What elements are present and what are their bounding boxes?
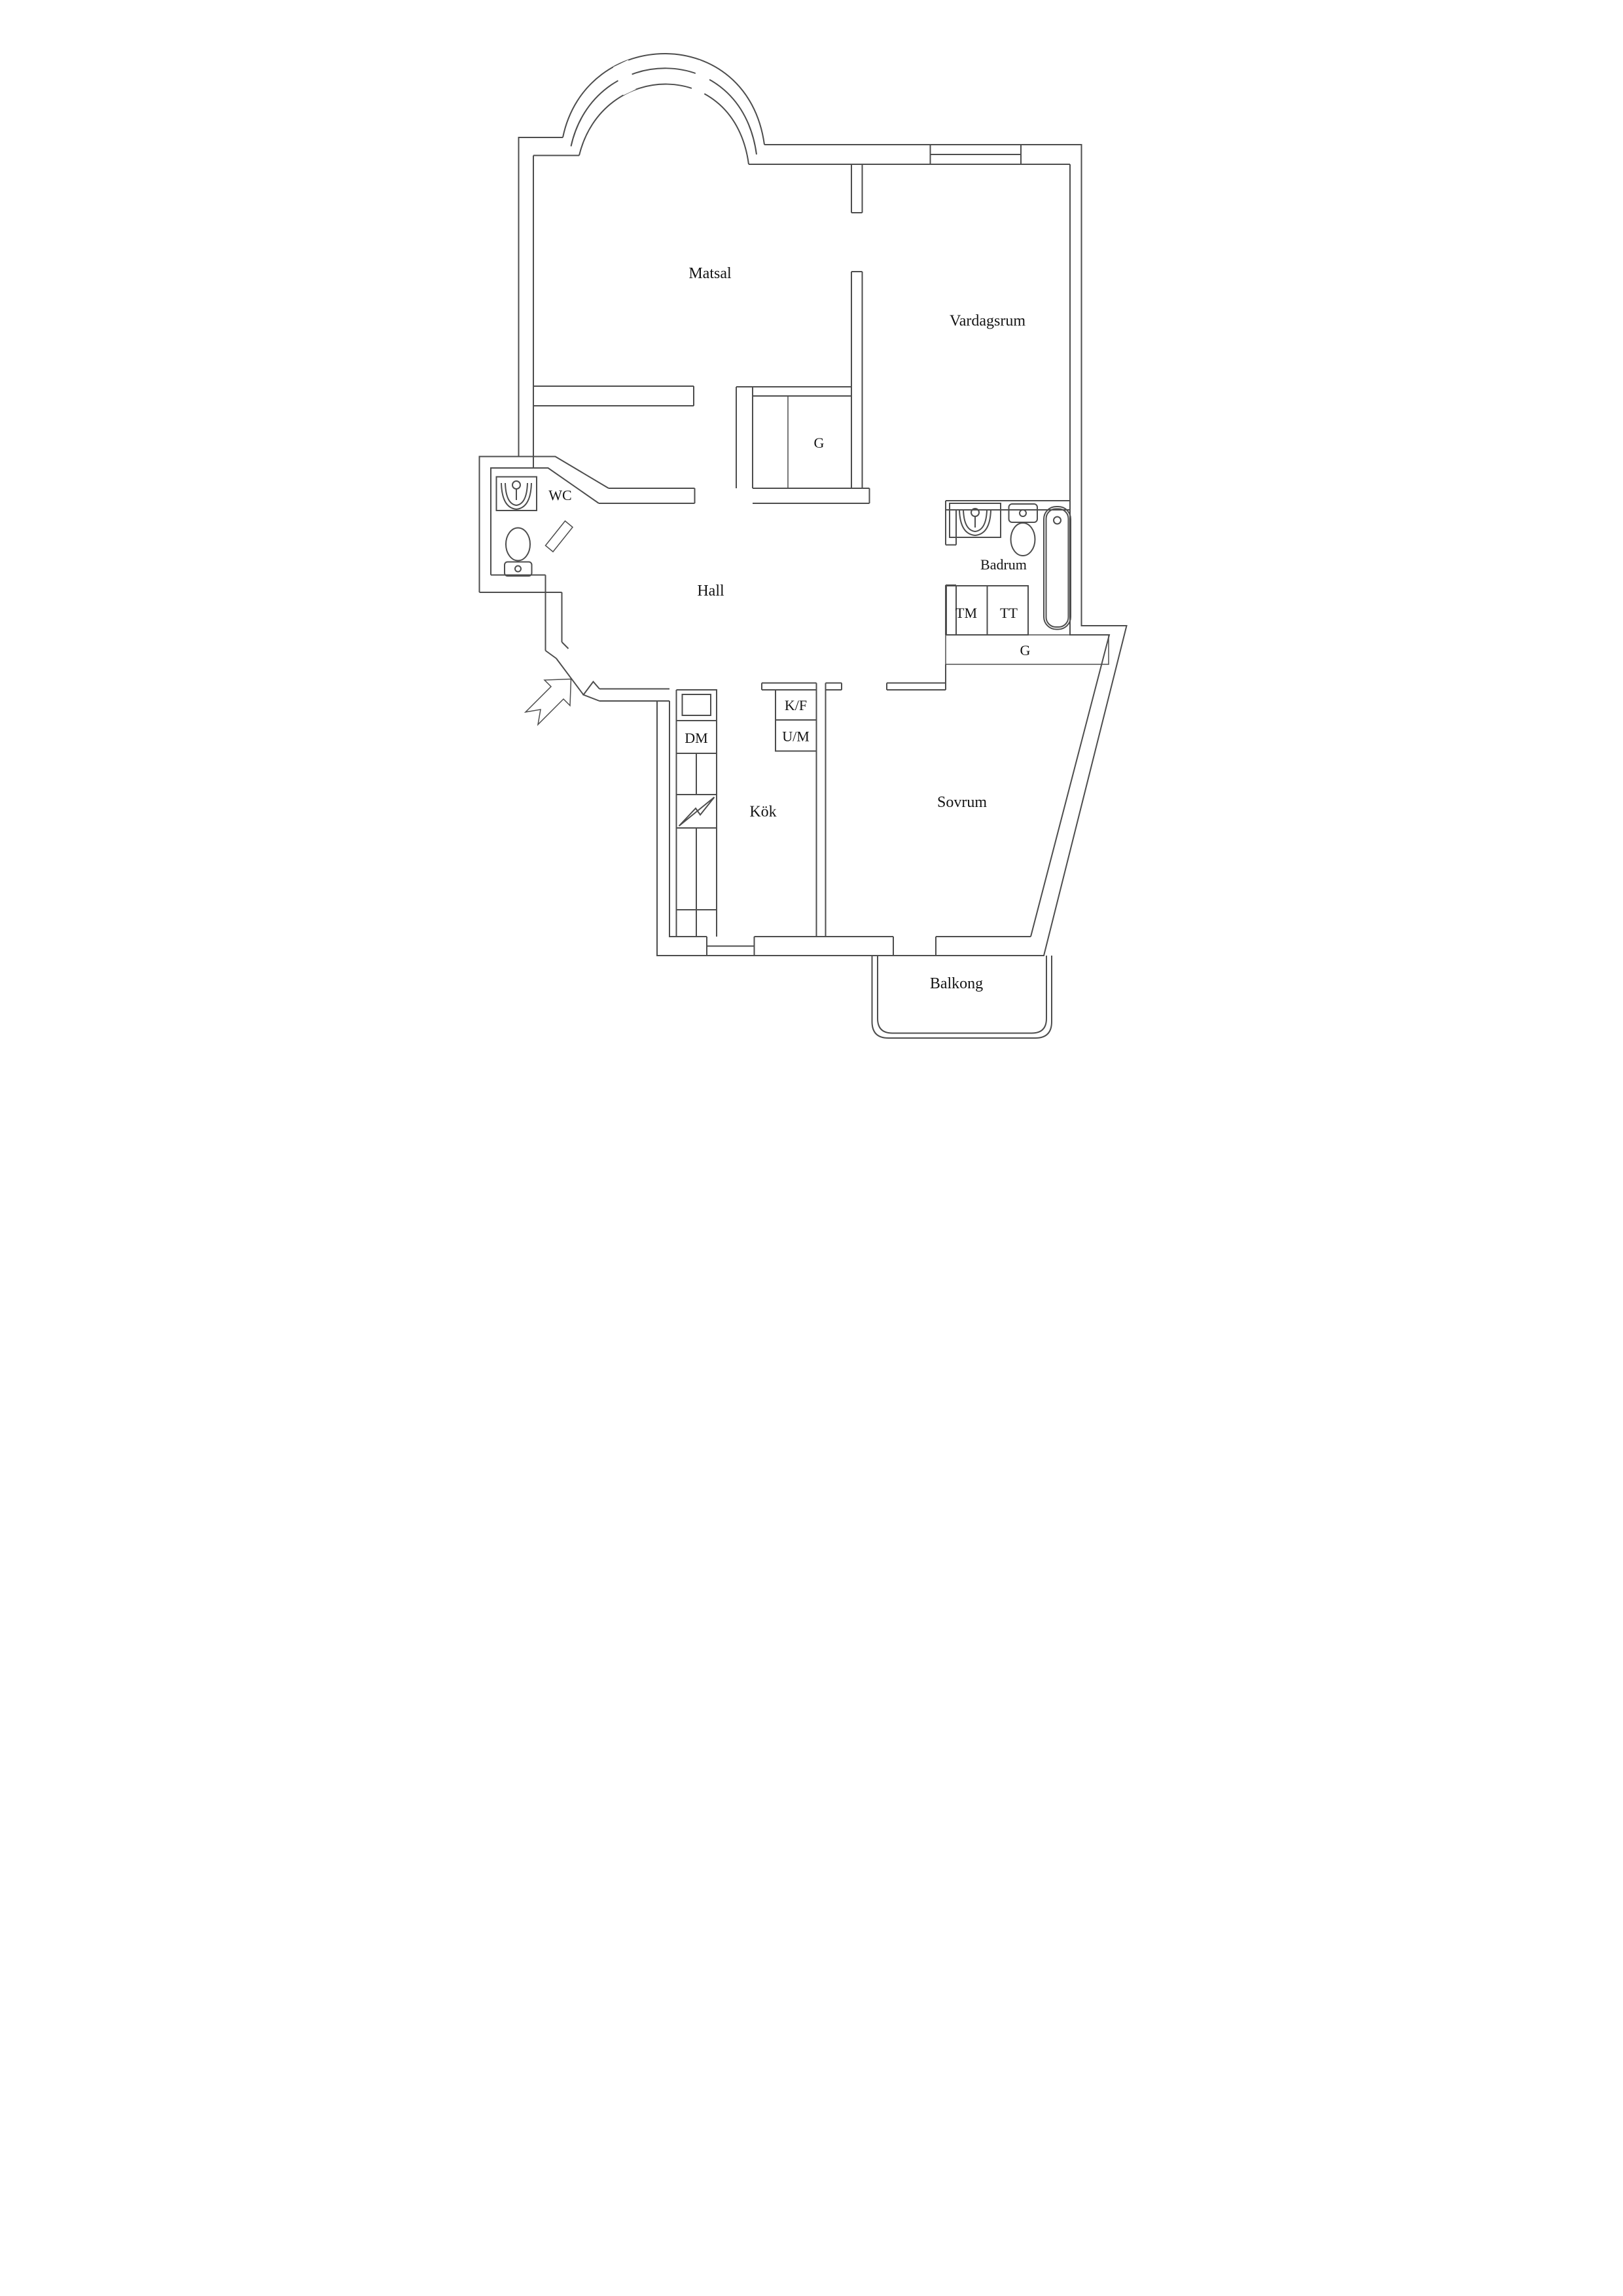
floor-plan-drawing: Matsal Vardagsrum G WC Hall Badrum TM TT… [478, 53, 1128, 1039]
hall-top-wall-left [599, 488, 696, 504]
room-label-balkong: Balkong [930, 975, 983, 992]
balcony-outer [871, 956, 1052, 1039]
entrance-wall-cap [582, 680, 600, 702]
matsal-vardagsrum-divider [851, 164, 863, 488]
kitchen-appliances [775, 689, 817, 752]
kok-sovrum-divider [815, 683, 827, 937]
kitchen-counter [675, 689, 717, 937]
appliance-label-um: U/M [782, 728, 810, 745]
room-labels: Matsal Vardagsrum G WC Hall Badrum TM TT… [548, 265, 1030, 992]
hall-top-wall-right [753, 488, 870, 504]
exterior-walls [518, 137, 1128, 956]
matsal-floor-wall-right [753, 386, 851, 397]
bathtub [1043, 506, 1071, 630]
kok-top-wall [761, 682, 817, 691]
wc-door-jamb-wall [544, 575, 569, 659]
wardrobe-g-lower [945, 634, 1109, 665]
room-label-kok: Kök [749, 804, 776, 821]
balcony-door [893, 937, 936, 956]
bay-window-arch [562, 53, 765, 165]
closet-label-g-upper: G [814, 435, 825, 451]
appliance-label-dm: DM [685, 730, 707, 746]
wc-door-leaf [544, 520, 574, 553]
room-label-hall: Hall [697, 583, 724, 600]
room-label-matsal: Matsal [688, 265, 732, 282]
floor-plan-page: Matsal Vardagsrum G WC Hall Badrum TM TT… [406, 0, 1217, 1148]
bay-arch-mullion-right [691, 60, 714, 96]
closet-label-g-lower: G [1020, 642, 1031, 658]
room-label-badrum: Badrum [980, 556, 1027, 573]
badrum [945, 500, 1109, 665]
matsal-floor-wall [533, 386, 694, 406]
outer-wall-left [518, 137, 563, 457]
bay-arch-inner [579, 83, 749, 165]
inner-wall-bottom [669, 701, 1031, 937]
bay-arch-glass-line [570, 67, 757, 155]
kitchen [675, 682, 827, 956]
room-label-wc: WC [548, 487, 571, 503]
entrance-arrow [524, 678, 572, 726]
kitchen-sink [681, 694, 711, 716]
entrance-diagonal-wall [556, 658, 584, 696]
badrum-top-wall [945, 500, 1070, 511]
vardagsrum-window [929, 145, 1022, 164]
appliance-label-tm: TM [955, 605, 977, 621]
entrance [524, 658, 669, 726]
stove [678, 797, 715, 827]
matsal-hall-walls [533, 164, 870, 504]
room-label-sovrum: Sovrum [937, 794, 987, 811]
g-closet-left-wall [736, 386, 753, 488]
wc-room [478, 456, 609, 659]
kitchen-window [706, 937, 755, 956]
appliance-label-kf: K/F [785, 697, 807, 713]
hall-south-wall [599, 688, 669, 702]
wc-walls [478, 456, 609, 593]
sovrum [825, 664, 946, 956]
appliance-label-tt: TT [1000, 605, 1018, 621]
balcony-inner [877, 956, 1047, 1034]
badrum-toilet [1008, 503, 1038, 556]
badrum-left-wall [945, 510, 957, 635]
oven-microwave-UM [775, 719, 817, 752]
wc-toilet [504, 527, 533, 577]
bay-arch-outer [562, 53, 765, 145]
sovrum-top-wall [825, 664, 946, 691]
badrum-sink [949, 503, 1001, 538]
wc-sink [495, 476, 537, 511]
room-label-vardagsrum: Vardagsrum [950, 313, 1026, 330]
bay-arch-mullion-left [613, 60, 636, 96]
balcony [871, 956, 1052, 1039]
outer-wall-main [599, 144, 1128, 956]
wardrobe-g-upper [787, 395, 852, 489]
